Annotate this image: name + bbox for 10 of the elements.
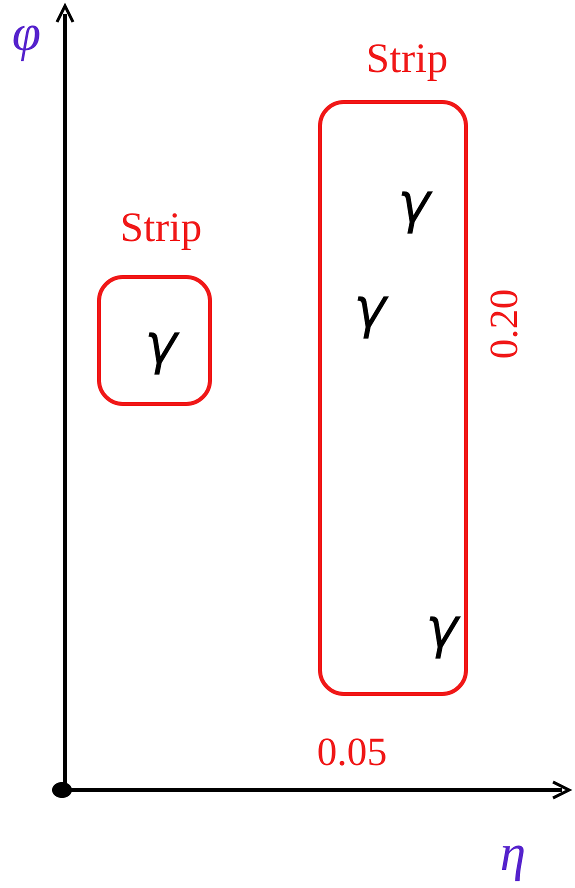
gamma-symbol: γ <box>353 281 387 337</box>
dimension-label: 0.20 <box>484 289 524 359</box>
gamma-symbol: γ <box>144 317 178 373</box>
axis-label: η <box>500 828 526 880</box>
axis-label: φ <box>12 8 41 60</box>
strip-heading: Strip <box>366 38 448 80</box>
gamma-symbol: γ <box>397 176 431 232</box>
dimension-label: 0.05 <box>317 732 387 772</box>
gamma-symbol: γ <box>425 601 459 657</box>
strip-heading: Strip <box>120 207 202 249</box>
